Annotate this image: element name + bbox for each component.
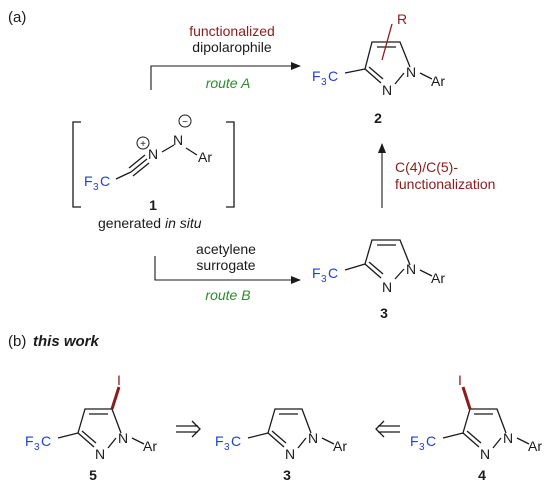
minus-charge bbox=[178, 114, 192, 128]
compound-3a-structure bbox=[344, 239, 433, 280]
panel-b-title: this work bbox=[33, 333, 100, 350]
c3a-ar-group: Ar bbox=[431, 270, 445, 286]
c3a-cf3-f: F bbox=[312, 265, 321, 281]
c3b-n1-atom: N bbox=[308, 430, 318, 446]
c3b-ar-group: Ar bbox=[333, 438, 347, 454]
c1-cf3-f: F bbox=[84, 173, 93, 189]
generated-in-situ: generated in situ bbox=[98, 215, 202, 231]
route-b-reagent-line2: surrogate bbox=[196, 257, 255, 273]
retro-arrow-right bbox=[375, 420, 400, 438]
route-a-arrow bbox=[150, 62, 301, 90]
c4-n1-atom: N bbox=[503, 430, 513, 446]
compound-3b-number: 3 bbox=[283, 467, 291, 483]
c2-ar-group: Ar bbox=[431, 73, 445, 89]
compound-5-structure bbox=[57, 386, 145, 449]
minus-charge-sign: − bbox=[182, 117, 188, 128]
c3a-n1-atom: N bbox=[406, 261, 416, 277]
c1-cf3-c: C bbox=[100, 173, 110, 189]
c1-ar-group: Ar bbox=[198, 149, 212, 165]
c5-cf3-c: C bbox=[41, 433, 51, 449]
c4-ar-group: Ar bbox=[528, 438, 542, 454]
route-b-arrow bbox=[154, 256, 301, 284]
compound-3a-number: 3 bbox=[380, 305, 388, 321]
substituent-r: R bbox=[397, 11, 407, 27]
compound-2-number: 2 bbox=[374, 110, 382, 126]
c2-n1-atom: N bbox=[406, 64, 416, 80]
c2-n2-atom: N bbox=[382, 82, 392, 98]
c1-n1-atom: N bbox=[148, 146, 158, 162]
functionalization-line1: C(4)/C(5)- bbox=[395, 159, 458, 175]
c5-cf3-f: F bbox=[25, 433, 34, 449]
compound-1-number: 1 bbox=[149, 197, 157, 213]
c3a-cf3-sub: 3 bbox=[321, 274, 327, 285]
c3b-cf3-c: C bbox=[231, 433, 241, 449]
compound-5-number: 5 bbox=[89, 467, 97, 483]
c3a-n2-atom: N bbox=[382, 279, 392, 295]
c4-iodine: I bbox=[458, 372, 462, 388]
route-a-name: route A bbox=[206, 75, 251, 91]
c2-cf3-sub: 3 bbox=[321, 77, 327, 88]
compound-4-number: 4 bbox=[478, 467, 486, 483]
c3b-cf3-sub: 3 bbox=[224, 442, 230, 453]
c5-ar-group: Ar bbox=[143, 438, 157, 454]
c1-cf3-sub: 3 bbox=[93, 182, 99, 193]
route-a-reagent-line2: dipolarophile bbox=[192, 39, 272, 55]
c4-n2-atom: N bbox=[480, 446, 490, 462]
c4-cf3-c: C bbox=[426, 433, 436, 449]
c1-n2-atom: N bbox=[173, 132, 183, 148]
retro-arrow-left bbox=[176, 420, 201, 438]
c3a-cf3-c: C bbox=[328, 265, 338, 281]
route-a-reagent-line1: functionalized bbox=[189, 23, 275, 39]
c4-cf3-f: F bbox=[410, 433, 419, 449]
compound-1-brackets bbox=[72, 121, 235, 208]
functionalization-line2: functionalization bbox=[395, 176, 495, 192]
c2-cf3-f: F bbox=[312, 68, 321, 84]
c5-n1-atom: N bbox=[118, 430, 128, 446]
plus-charge-sign: + bbox=[140, 139, 146, 150]
plus-charge bbox=[136, 136, 150, 150]
panel-b-label: (b) bbox=[8, 333, 26, 350]
c5-cf3-sub: 3 bbox=[34, 442, 40, 453]
compound-3b-structure bbox=[247, 408, 335, 449]
compound-2-structure bbox=[344, 23, 433, 85]
c2-cf3-c: C bbox=[328, 68, 338, 84]
c5-n2-atom: N bbox=[95, 446, 105, 462]
route-b-reagent-line1: acetylene bbox=[196, 241, 256, 257]
compound-1-structure bbox=[115, 144, 198, 180]
c3b-cf3-f: F bbox=[215, 433, 224, 449]
c3b-n2-atom: N bbox=[285, 446, 295, 462]
compound-4-structure bbox=[442, 386, 530, 449]
c4-cf3-sub: 3 bbox=[419, 442, 425, 453]
panel-a-label: (a) bbox=[8, 9, 26, 26]
route-b-name: route B bbox=[205, 287, 250, 303]
c5-iodine: I bbox=[117, 372, 121, 388]
